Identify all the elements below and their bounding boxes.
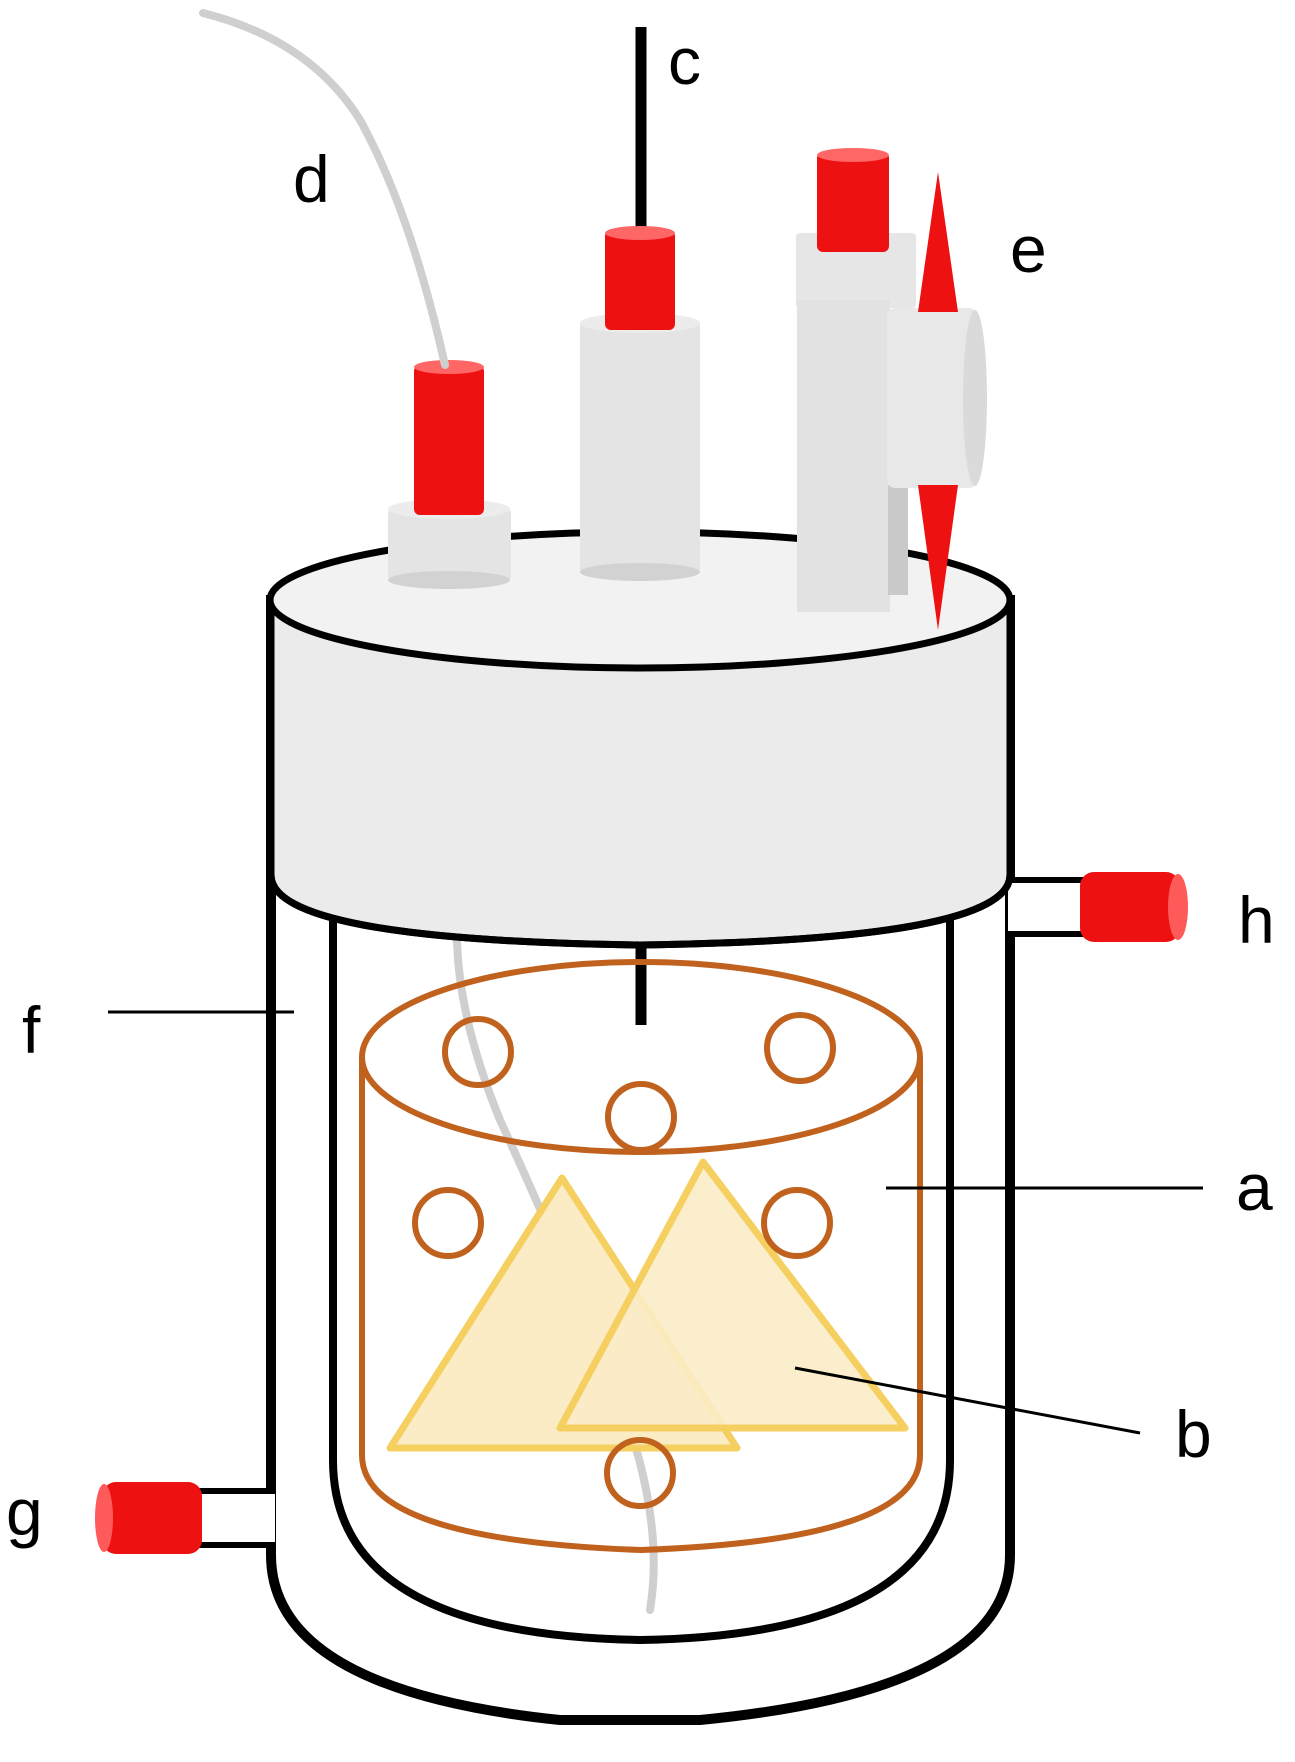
- cage-hole: [605, 1081, 677, 1153]
- port-c: [580, 27, 700, 581]
- port-d-cap: [414, 365, 484, 515]
- cage-hole: [442, 1016, 514, 1088]
- outlet-port-h: [1008, 872, 1188, 942]
- label-a: a: [1236, 1150, 1273, 1224]
- membranes-b: [386, 1158, 909, 1452]
- cage-hole: [604, 1437, 676, 1509]
- leader-b: [794, 1366, 1141, 1435]
- inlet-port-g: [95, 1482, 275, 1554]
- port-c-cap: [605, 230, 675, 330]
- membrane-right: [556, 1158, 909, 1432]
- port-e-cap: [817, 152, 889, 252]
- label-c: c: [668, 24, 701, 98]
- tube-d-outer: [199, 9, 449, 369]
- cage-hole: [412, 1187, 484, 1259]
- label-h: h: [1238, 883, 1275, 957]
- port-e: [796, 148, 987, 612]
- label-e: e: [1010, 212, 1047, 286]
- movement-arrow: [918, 172, 958, 630]
- cage-hole: [764, 1012, 836, 1084]
- label-d: d: [293, 142, 330, 216]
- cage-a: [359, 959, 923, 1554]
- outer-jacket: [266, 595, 1015, 1725]
- outlet-cap-h: [1080, 872, 1180, 942]
- port-d: [388, 360, 511, 589]
- label-b: b: [1175, 1397, 1212, 1471]
- label-f: f: [22, 993, 41, 1067]
- inlet-cap-g: [102, 1482, 202, 1554]
- label-g: g: [6, 1475, 43, 1549]
- cage-hole: [761, 1187, 833, 1259]
- inner-vessel: [329, 880, 954, 1645]
